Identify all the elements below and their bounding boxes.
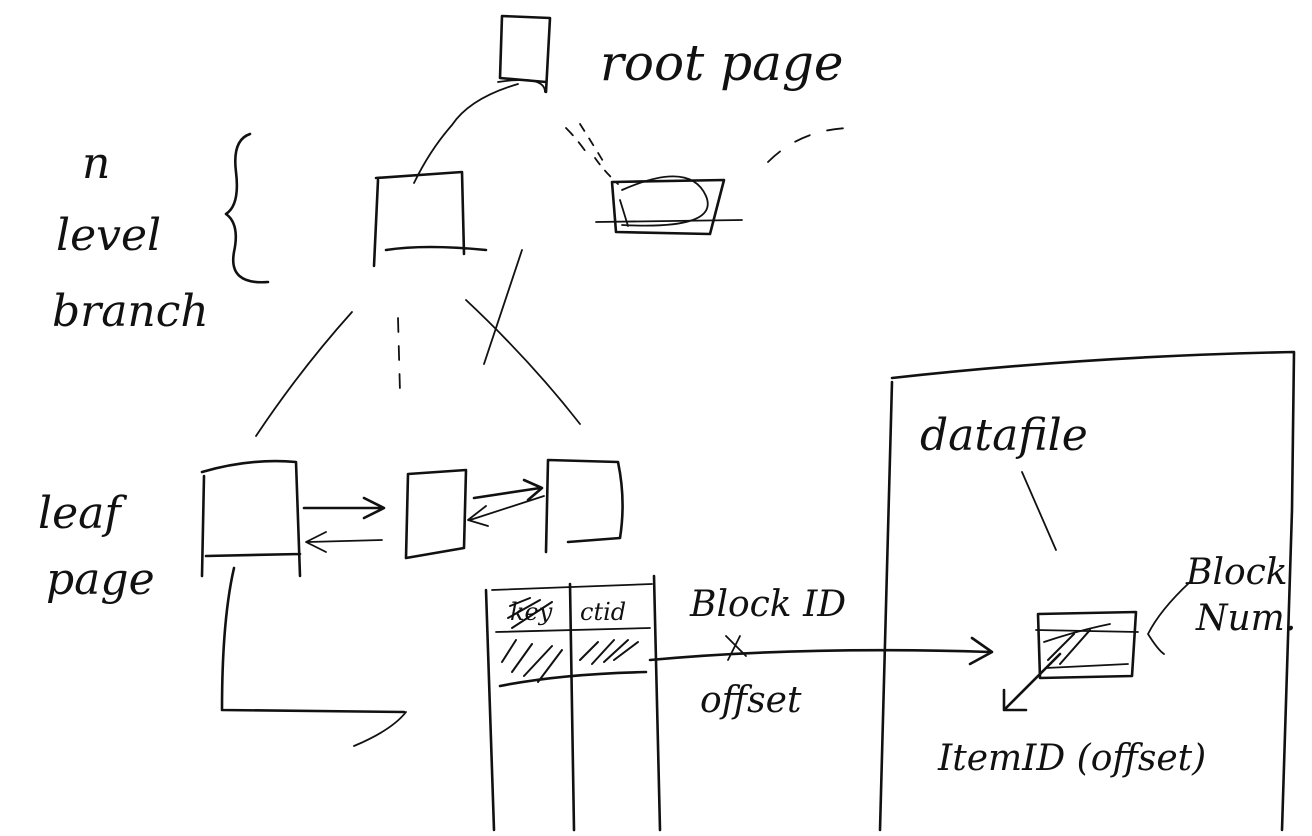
n-label: n xyxy=(82,138,110,189)
index-tuple-table xyxy=(484,574,662,832)
edge-root-to-branch xyxy=(413,83,519,184)
leaf-link-2-3 xyxy=(467,478,545,527)
branch-label: branch xyxy=(52,286,209,337)
table-header-ctid: ctid xyxy=(580,598,626,626)
block-num-pointer xyxy=(1147,581,1191,655)
table-header-key: key xyxy=(510,598,553,626)
edge-branch-to-leaf-right xyxy=(465,299,581,425)
ctid-mark xyxy=(725,635,747,661)
datafile-label: datafile xyxy=(920,410,1088,461)
page-label: page xyxy=(46,554,155,605)
leaf-label: leaf xyxy=(38,488,127,539)
num-label: Num. xyxy=(1195,598,1296,639)
edge-ctid-to-datafile xyxy=(648,636,994,666)
level-label: level xyxy=(56,210,161,261)
leaf-page-node-3 xyxy=(544,458,624,554)
data-block-node xyxy=(1035,610,1139,680)
branch-page-node xyxy=(372,170,488,268)
pointer-arrowhead xyxy=(353,711,407,747)
datafile-frame xyxy=(878,350,1296,832)
edge-leaf-to-tuples xyxy=(220,566,406,714)
edge-branch-cross xyxy=(483,249,523,365)
edge-root-dashed-right xyxy=(767,127,849,163)
item-id-pointer xyxy=(1002,652,1062,712)
item-id-offset-label: ItemID (offset) xyxy=(937,738,1206,779)
edge-branch-to-leaf-left xyxy=(255,311,353,437)
edge-branch-to-leaf-dashed xyxy=(397,317,401,393)
root-page-node xyxy=(497,14,552,94)
leaf-page-node-2 xyxy=(404,468,468,560)
level-brace xyxy=(224,132,270,284)
datafile-pointer-line xyxy=(1021,471,1057,551)
branch-page-node-right xyxy=(595,175,743,236)
leaf-link-1-2 xyxy=(302,496,386,553)
edge-root-to-branch-right xyxy=(565,123,619,185)
offset-label: offset xyxy=(700,680,802,721)
block-id-label: Block ID xyxy=(689,584,846,625)
block-label: Block xyxy=(1185,552,1288,593)
leaf-page-node-1 xyxy=(200,459,302,578)
root-page-label: root page xyxy=(600,34,844,92)
